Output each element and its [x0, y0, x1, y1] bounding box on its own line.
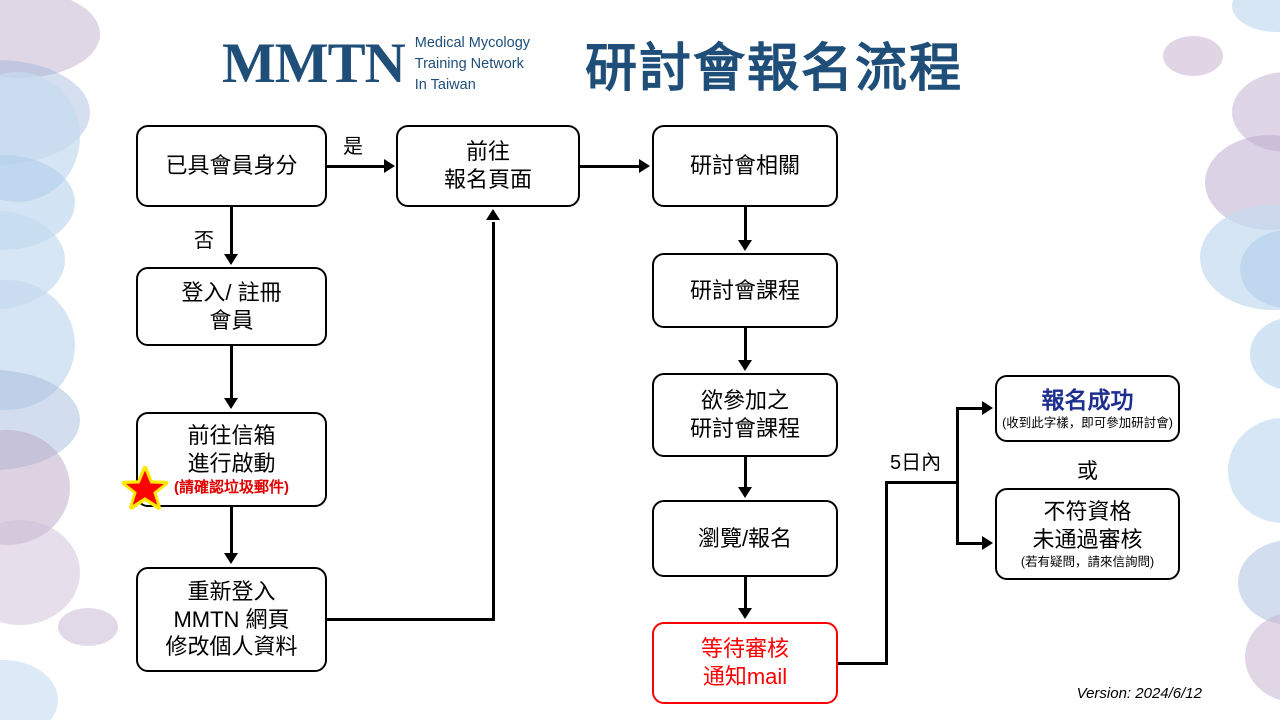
edge-course-to-desired [744, 328, 747, 361]
node-line: 等待審核 [700, 636, 789, 662]
logo-subtitle: Medical Mycology Training Network In Tai… [415, 30, 530, 96]
edge-branch-to-success-v [956, 407, 959, 483]
arrow-head [486, 209, 500, 220]
decor-blob [0, 370, 80, 470]
arrow-head [224, 398, 238, 409]
node-not-qualified[interactable]: 不符資格 未通過審核 (若有疑問，請來信詢問) [995, 488, 1180, 580]
node-line: 報名頁面 [443, 167, 532, 192]
logo-subtitle-line-1: Medical Mycology [414, 35, 531, 51]
decor-blob [1205, 135, 1280, 230]
arrow-head [738, 240, 752, 251]
arrow-head [224, 254, 238, 265]
edge-member-to-login [230, 207, 233, 256]
edge-await-to-branch-h2 [885, 481, 959, 484]
arrow-head [224, 553, 238, 564]
node-browse-register[interactable]: 瀏覽/報名 [652, 500, 838, 577]
edge-browse-to-await [744, 577, 747, 609]
edge-member-to-register [327, 165, 385, 168]
node-register-success[interactable]: 報名成功 (收到此字樣，即可參加研討會) [995, 375, 1180, 442]
edge-mailbox-to-relogin [230, 507, 233, 554]
arrow-head [738, 360, 752, 371]
arrow-head [738, 487, 752, 498]
edge-label-no: 否 [194, 230, 214, 252]
logo-wordmark: MMTN [222, 31, 406, 95]
decor-blob [1245, 612, 1280, 702]
decor-blob [0, 60, 90, 165]
node-line: 未通過審核 [1032, 526, 1143, 552]
decor-blob [58, 608, 118, 646]
node-line: 研討會相關 [689, 153, 800, 179]
node-note-spam-warning: (請確認垃圾郵件) [174, 479, 289, 497]
page-title: 研討會報名流程 [585, 40, 964, 98]
edge-login-to-mailbox [230, 346, 233, 399]
red-star-icon [122, 466, 168, 510]
node-member-status[interactable]: 已具會員身分 [136, 125, 327, 207]
node-seminar-related[interactable]: 研討會相關 [652, 125, 838, 207]
edge-branch-to-notqualified-h [956, 542, 983, 545]
edge-relogin-to-register-h [327, 618, 495, 621]
version-label: Version: 2024/6/12 [1076, 685, 1202, 702]
decor-blob [0, 0, 100, 78]
node-desired-course[interactable]: 欲參加之 研討會課程 [652, 373, 838, 457]
edge-seminar-to-course [744, 207, 747, 241]
edge-await-to-branch-v [885, 481, 888, 665]
logo-subtitle-line-2: Training Network [414, 56, 524, 73]
decor-blob [0, 520, 80, 625]
arrow-head [384, 159, 395, 173]
edge-await-to-branch-h1 [838, 662, 888, 665]
node-line: 瀏覽/報名 [697, 525, 793, 551]
node-line: 修改個人資料 [165, 634, 298, 660]
mmtn-logo: MMTN Medical Mycology Training Network I… [222, 30, 530, 96]
arrow-head [982, 536, 993, 550]
node-title-success: 報名成功 [1041, 386, 1134, 413]
node-line: 前往信箱 [187, 422, 276, 448]
node-note-success: (收到此字樣，即可參加研討會) [1002, 416, 1173, 431]
node-line: 重新登入 [187, 578, 276, 604]
arrow-head [738, 608, 752, 619]
decor-blob [1238, 540, 1280, 625]
node-go-mailbox[interactable]: 前往信箱 進行啟動 (請確認垃圾郵件) [136, 412, 327, 507]
node-line: 進行啟動 [187, 450, 276, 476]
decor-blob [0, 155, 75, 250]
node-line: 登入/ 註冊 [181, 279, 282, 305]
decor-blob [0, 280, 75, 410]
node-line: 通知mail [702, 664, 788, 689]
node-go-register-page[interactable]: 前往 報名頁面 [396, 125, 580, 207]
node-line: 欲參加之 [700, 388, 789, 414]
edge-register-to-seminar [580, 165, 639, 168]
node-login-signup[interactable]: 登入/ 註冊 會員 [136, 267, 327, 346]
edge-label-within-5-days: 5日內 [890, 452, 942, 474]
decor-blob [1228, 418, 1280, 523]
edge-desired-to-browse [744, 457, 747, 488]
decor-blob [0, 660, 58, 720]
decor-blob [1250, 318, 1280, 390]
label-or: 或 [1077, 460, 1098, 483]
decor-blob [1200, 205, 1280, 310]
decor-blob [0, 210, 65, 310]
edge-branch-to-notqualified-v [956, 481, 959, 544]
arrow-head [639, 159, 650, 173]
node-line: 研討會課程 [689, 277, 800, 303]
node-line: 會員 [209, 307, 254, 333]
decor-blob [1163, 36, 1223, 76]
edge-relogin-to-register-v [492, 222, 495, 620]
decor-blob [1232, 0, 1280, 32]
node-line: MMTN 網頁 [173, 606, 290, 632]
edge-label-yes: 是 [343, 136, 363, 158]
node-line: 前往 [465, 139, 510, 165]
node-line: 研討會課程 [689, 416, 800, 441]
node-relogin-edit[interactable]: 重新登入 MMTN 網頁 修改個人資料 [136, 567, 327, 672]
node-line: 不符資格 [1043, 498, 1132, 524]
node-seminar-course[interactable]: 研討會課程 [652, 253, 838, 328]
edge-branch-to-success-h [956, 407, 983, 410]
decor-blob [0, 430, 70, 545]
node-line: 已具會員身分 [165, 153, 298, 179]
node-await-review[interactable]: 等待審核 通知mail [652, 622, 838, 704]
decor-blob [0, 72, 80, 202]
arrow-head [982, 401, 993, 415]
logo-subtitle-line-3: In Taiwan [414, 77, 476, 94]
decor-blob [1232, 72, 1280, 152]
node-note-not-qualified: (若有疑問，請來信詢問) [1020, 555, 1155, 570]
decor-blob [1240, 230, 1280, 308]
